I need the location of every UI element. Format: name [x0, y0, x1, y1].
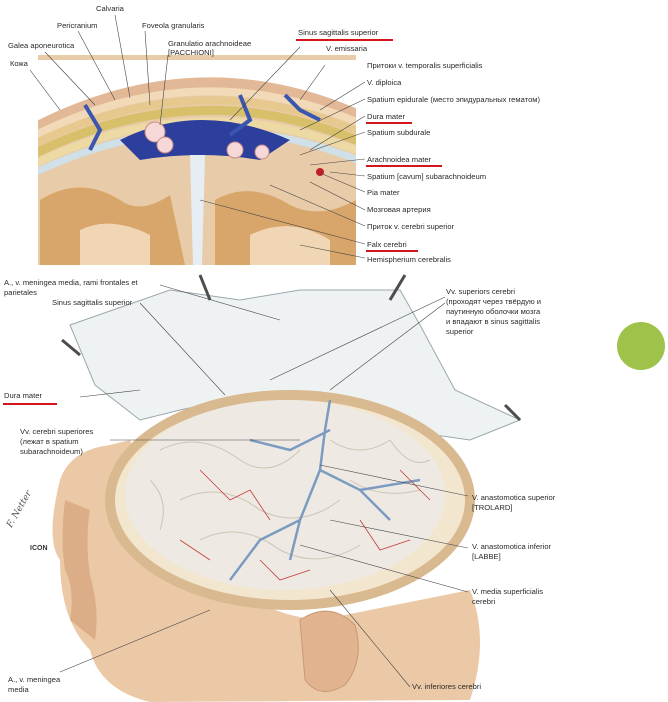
label-a-meningea-rami-2: parietales [4, 288, 37, 297]
label-labbe-1: V. anastomotica inferior [472, 542, 552, 551]
label-spatium-epidurale: Spatium epidurale (место эпидуральных ге… [367, 95, 541, 104]
label-vv-cerebri-1: Vv. cerebri superiores [20, 427, 94, 436]
label-trolard-2: [TROLARD] [472, 503, 513, 512]
label-kozha: Кожа [10, 59, 28, 68]
label-a-meningea-low-1: A., v. meningea [8, 675, 61, 684]
label-galea-aponeurotica: Galea aponeurotica [8, 41, 75, 50]
green-bullet-marker [617, 322, 665, 370]
label-vv-superiors-5: superior [446, 327, 474, 336]
label-calvaria: Calvaria [96, 4, 124, 13]
label-sinus-sagittalis-superior-bottom: Sinus sagittalis superior [52, 298, 133, 307]
label-a-meningea-rami-1: A., v. meningea media, rami frontales et [4, 278, 138, 287]
label-granulatio-arachnoideae: Granulatio arachnoideae [168, 39, 252, 48]
label-falx-cerebri: Falx cerebri [367, 240, 407, 249]
label-v-emissaria: V. emissaria [326, 44, 368, 53]
label-pia-mater: Pia mater [367, 188, 400, 197]
label-pacchioni: [PACCHIONI] [168, 48, 214, 57]
label-pritoki-temporalis: Притоки v. temporalis superficialis [367, 61, 483, 70]
label-labbe-2: [LABBE] [472, 552, 501, 561]
label-sinus-sagittalis-superior-top: Sinus sagittalis superior [298, 28, 379, 37]
label-vv-superiors-2: (проходят через твёрдую и [446, 297, 542, 306]
label-vv-cerebri-3: subarachnoideum) [20, 447, 83, 456]
underline-arachnoidea [366, 165, 442, 167]
label-spatium-subarachnoideum: Spatium [cavum] subarachnoideum [367, 172, 487, 181]
label-vv-inferiores-cerebri: Vv. inferiores cerebri [412, 682, 482, 691]
label-pritok-cerebri: Приток v. cerebri superior [367, 222, 455, 231]
label-v-media-2: cerebri [472, 597, 496, 606]
label-dura-mater-top: Dura mater [367, 112, 405, 121]
label-vv-cerebri-2: (лежат в spatium [20, 437, 79, 446]
label-a-meningea-low-2: media [8, 685, 29, 694]
label-v-media-1: V. media superficialis [472, 587, 544, 596]
label-pericranium: Pericranium [57, 21, 98, 30]
label-vv-superiors-3: паутинную оболочки мозга [446, 307, 541, 316]
underline-dura-bottom [3, 403, 57, 405]
label-dura-mater-bottom: Dura mater [4, 391, 42, 400]
label-vv-superiors-1: Vv. superiors cerebri [446, 287, 516, 296]
label-trolard-1: V. anastomotica superior [472, 493, 556, 502]
icon-stamp: ICON [30, 545, 48, 552]
underline-sinus [296, 39, 393, 41]
label-mozgovaya-arteriya: Мозговая артерия [367, 205, 431, 214]
label-v-diploica: V. diploica [367, 78, 402, 87]
label-foveola-granularis: Foveola granularis [142, 21, 205, 30]
underline-dura-top [366, 122, 412, 124]
label-spatium-subdurale: Spatium subdurale [367, 128, 431, 137]
label-vv-superiors-4: и впадают в sinus sagittalis [446, 317, 541, 326]
label-arachnoidea-mater: Arachnoidea mater [367, 155, 432, 164]
underline-falx [366, 250, 418, 252]
label-hemispherium-cerebralis: Hemispherium cerebralis [367, 255, 451, 264]
